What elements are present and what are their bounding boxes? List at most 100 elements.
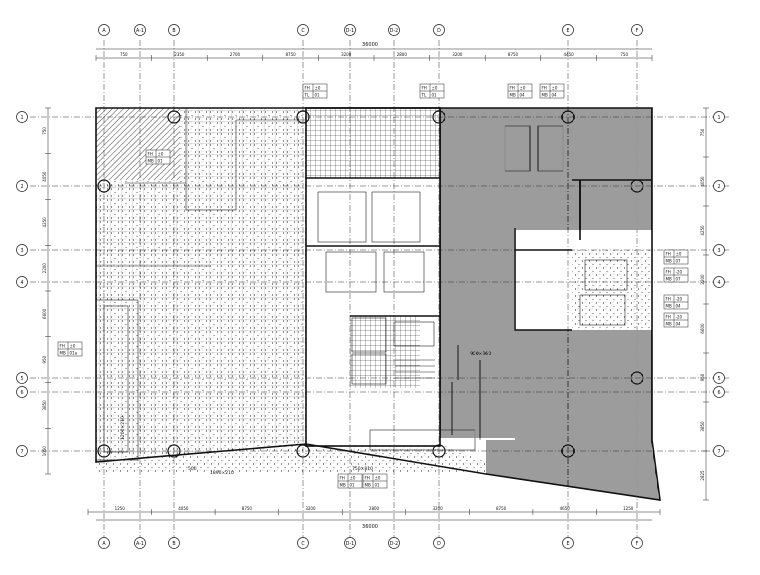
svg-text:FH: FH <box>60 344 65 349</box>
svg-text:FH: FH <box>666 315 671 320</box>
svg-text:FH: FH <box>148 152 153 157</box>
svg-text:1: 1 <box>20 115 23 121</box>
svg-text:1250: 1250 <box>115 506 126 511</box>
svg-text:D-2: D-2 <box>390 541 398 547</box>
svg-text:MB: MB <box>666 259 672 264</box>
svg-text:MB: MB <box>666 304 672 309</box>
svg-text:FH: FH <box>666 270 671 275</box>
svg-text:750: 750 <box>700 128 705 136</box>
svg-text:MB: MB <box>365 483 371 488</box>
column-marker-0 <box>97 179 111 193</box>
svg-text:7: 7 <box>717 449 720 455</box>
floor-finish-zones <box>96 108 660 500</box>
svg-text:±0: ±0 <box>375 476 381 481</box>
svg-text:01: 01 <box>350 483 356 488</box>
svg-text:8750: 8750 <box>242 506 253 511</box>
svg-text:1: 1 <box>717 115 720 121</box>
svg-text:MB: MB <box>542 93 548 98</box>
svg-text:MB: MB <box>510 93 516 98</box>
svg-text:D: D <box>437 28 441 34</box>
column-marker-9 <box>432 444 446 458</box>
walls <box>95 107 661 501</box>
svg-text:4250: 4250 <box>700 225 705 236</box>
svg-text:3200: 3200 <box>305 506 316 511</box>
svg-text:2800: 2800 <box>397 52 408 57</box>
svg-text:3200: 3200 <box>452 52 463 57</box>
svg-text:01: 01 <box>375 483 381 488</box>
svg-text:FH: FH <box>666 252 671 257</box>
grid-bubble-row-4-left: 4 <box>16 276 28 288</box>
svg-text:±0: ±0 <box>676 252 682 257</box>
svg-text:04: 04 <box>676 322 682 327</box>
grid-bubble-col-D-2-top: D-2 <box>388 24 400 36</box>
svg-text:FH: FH <box>510 86 515 91</box>
grid-bubble-col-E-top: E <box>562 24 574 36</box>
svg-text:2: 2 <box>717 184 720 190</box>
grid-bubble-row-7-right: 7 <box>713 445 725 457</box>
dim-side-label: 1200×210 <box>120 416 126 440</box>
svg-text:MB: MB <box>666 277 672 282</box>
svg-text:-20: -20 <box>676 315 683 320</box>
svg-text:950: 950 <box>700 373 705 381</box>
column-marker-10 <box>561 444 575 458</box>
svg-text:F: F <box>636 541 639 547</box>
grid-bubble-col-D-top: D <box>433 24 445 36</box>
svg-text:A: A <box>102 28 106 34</box>
svg-text:C: C <box>301 541 305 547</box>
grid-bubble-col-A-1-bottom: A-1 <box>134 537 146 549</box>
svg-text:4050: 4050 <box>178 506 189 511</box>
grid-bubble-col-D-2-bottom: D-2 <box>388 537 400 549</box>
svg-text:A: A <box>102 541 106 547</box>
svg-text:4050: 4050 <box>42 171 47 182</box>
svg-text:4: 4 <box>20 280 23 286</box>
svg-text:04: 04 <box>520 93 526 98</box>
grid-bubble-col-B-top: B <box>168 24 180 36</box>
svg-text:±0: ±0 <box>350 476 356 481</box>
svg-text:3200: 3200 <box>432 506 443 511</box>
svg-text:D-1: D-1 <box>346 28 354 34</box>
svg-text:±0: ±0 <box>158 152 164 157</box>
svg-text:FH: FH <box>340 476 345 481</box>
svg-text:7: 7 <box>20 449 23 455</box>
svg-text:2: 2 <box>20 184 23 190</box>
svg-text:MB: MB <box>60 351 66 356</box>
svg-text:8750: 8750 <box>508 52 519 57</box>
svg-text:TL: TL <box>421 93 427 98</box>
grid-bubble-row-7-left: 7 <box>16 445 28 457</box>
svg-text:A-1: A-1 <box>136 541 144 547</box>
svg-text:8750: 8750 <box>286 52 297 57</box>
grid-bubble-col-D-1-top: D-1 <box>344 24 356 36</box>
grid-bubble-col-A-top: A <box>98 24 110 36</box>
dim-walk-label: 750×810 <box>352 466 373 472</box>
column-marker-2 <box>296 110 310 124</box>
svg-text:TL: TL <box>304 93 310 98</box>
grid-bubble-row-1-left: 1 <box>16 111 28 123</box>
svg-text:3: 3 <box>717 248 720 254</box>
grid-bubble-col-E-bottom: E <box>562 537 574 549</box>
svg-text:-20: -20 <box>676 270 683 275</box>
svg-text:4650: 4650 <box>560 506 571 511</box>
grid-bubble-row-3-left: 3 <box>16 244 28 256</box>
svg-text:2200: 2200 <box>700 274 705 285</box>
grid-bubble-col-B-bottom: B <box>168 537 180 549</box>
grid-bubble-row-1-right: 1 <box>713 111 725 123</box>
dim-edge-label: 500 <box>188 466 197 472</box>
svg-text:4450: 4450 <box>564 52 575 57</box>
grid-bubble-col-A-1-top: A-1 <box>134 24 146 36</box>
column-marker-3 <box>432 110 446 124</box>
dim-band-label: 900×960 <box>470 351 491 357</box>
svg-text:04: 04 <box>552 93 558 98</box>
grid-bubble-row-5-left: 5 <box>16 372 28 384</box>
svg-text:-20: -20 <box>676 297 683 302</box>
grid-bubble-col-D-bottom: D <box>433 537 445 549</box>
